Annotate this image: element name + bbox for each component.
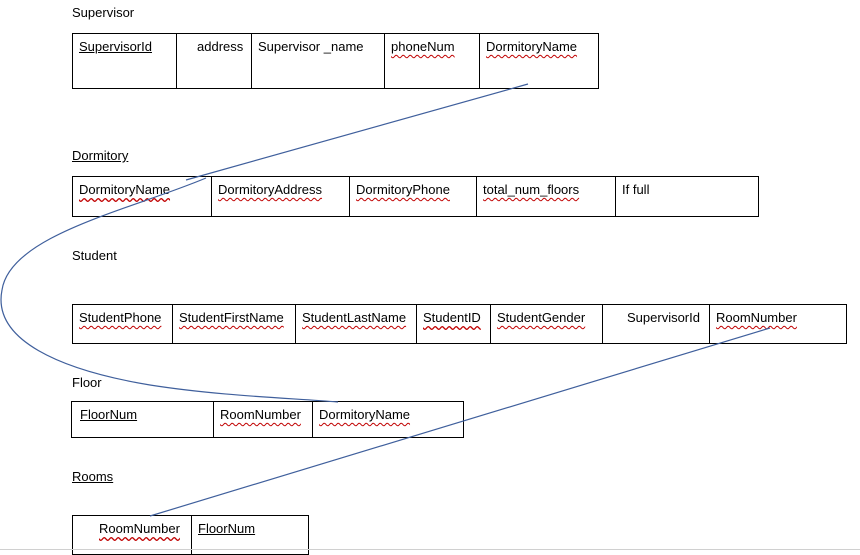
supervisor-col-dormitoryname: DormitoryName — [486, 39, 578, 54]
student-table: StudentPhone StudentFirstName StudentLas… — [72, 304, 847, 344]
dormitory-title: Dormitory — [72, 148, 129, 163]
supervisor-col-name: Supervisor _name — [258, 39, 364, 54]
supervisor-col-supervisorid: SupervisorId — [79, 39, 152, 54]
rooms-title: Rooms — [72, 469, 114, 484]
floor-table: FloorNum RoomNumber DormitoryName — [71, 401, 464, 438]
student-col-studentid: StudentID — [423, 310, 481, 325]
student-col-supervisorid: SupervisorId — [627, 310, 700, 325]
rooms-col-roomnumber: RoomNumber — [99, 521, 180, 536]
student-title: Student — [72, 248, 117, 263]
rooms-col-floornum: FloorNum — [198, 521, 256, 536]
floor-col-dormitoryname: DormitoryName — [319, 407, 411, 422]
student-col-studentgender: StudentGender — [497, 310, 586, 325]
student-col-studentphone: StudentPhone — [79, 310, 162, 325]
floor-col-floornum: FloorNum — [80, 407, 138, 422]
student-col-studentlastname: StudentLastName — [302, 310, 407, 325]
supervisor-table: SupervisorId address Supervisor _name ph… — [72, 33, 599, 89]
dormitory-table: DormitoryName DormitoryAddress Dormitory… — [72, 176, 759, 217]
dormitory-col-dormitoryaddress: DormitoryAddress — [218, 182, 323, 197]
dormitory-col-total-num-floors: total_num_floors — [483, 182, 580, 197]
dormitory-col-dormitoryname: DormitoryName — [79, 182, 171, 197]
page-edge-divider — [0, 549, 860, 550]
supervisor-col-address: address — [197, 39, 244, 54]
student-col-studentfirstname: StudentFirstName — [179, 310, 284, 325]
supervisor-title: Supervisor — [72, 5, 135, 20]
supervisor-col-phonenum: phoneNum — [391, 39, 455, 54]
floor-title: Floor — [72, 375, 102, 390]
student-col-roomnumber: RoomNumber — [716, 310, 797, 325]
dormitory-col-dormitoryphone: DormitoryPhone — [356, 182, 450, 197]
floor-col-roomnumber: RoomNumber — [220, 407, 301, 422]
dormitory-col-if-full: If full — [622, 182, 650, 197]
link-supervisor-dormitory — [185, 83, 529, 181]
